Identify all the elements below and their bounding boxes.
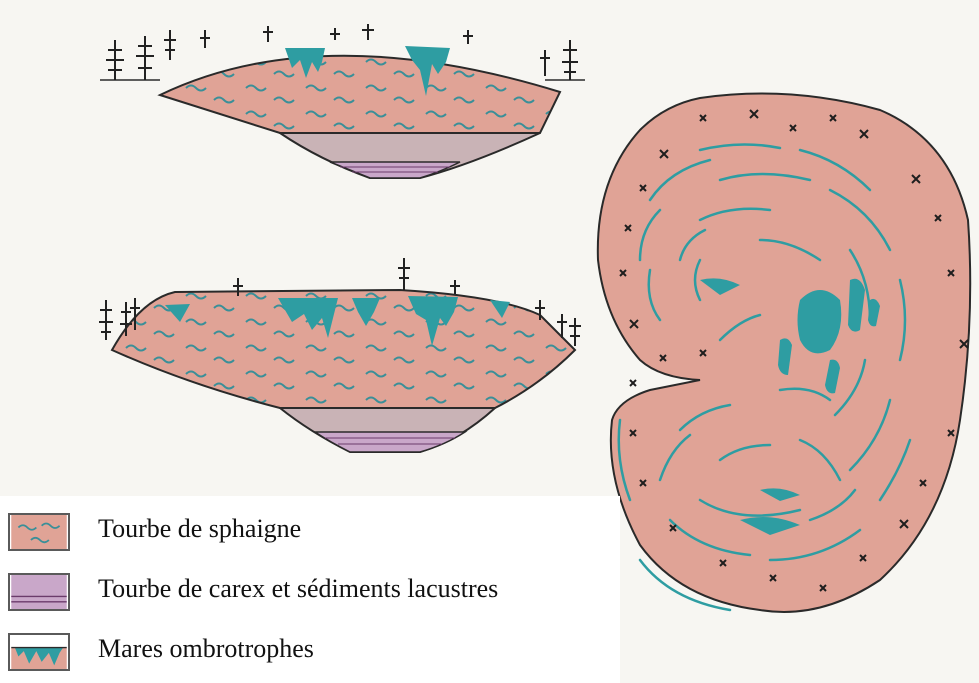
legend-label-ombrotrophic-pools: Mares ombrotrophes	[98, 634, 314, 664]
sphagnum-peat-layer	[160, 56, 560, 133]
ombrotrophic-pools-swatch	[8, 633, 70, 671]
legend-label-carex-peat: Tourbe de carex et sédiments lacustres	[98, 574, 498, 604]
lake-sediment-layer	[330, 162, 460, 178]
bog-plan-view	[598, 94, 970, 612]
legend-item-carex-peat: Tourbe de carex et sédiments lacustres	[0, 564, 620, 620]
sphagnum-peat-swatch	[8, 513, 70, 551]
lake-sediment-layer	[315, 432, 465, 452]
legend-item-ombrotrophic-pools: Mares ombrotrophes	[0, 624, 620, 680]
bog-cross-section-top	[100, 24, 585, 178]
legend: Tourbe de sphaigne Tourbe de carex et sé…	[0, 496, 620, 683]
carex-peat-swatch	[8, 573, 70, 611]
bog-cross-section-bottom	[99, 258, 581, 452]
legend-item-sphagnum-peat: Tourbe de sphaigne	[0, 504, 620, 560]
legend-label-sphagnum-peat: Tourbe de sphaigne	[98, 514, 301, 544]
